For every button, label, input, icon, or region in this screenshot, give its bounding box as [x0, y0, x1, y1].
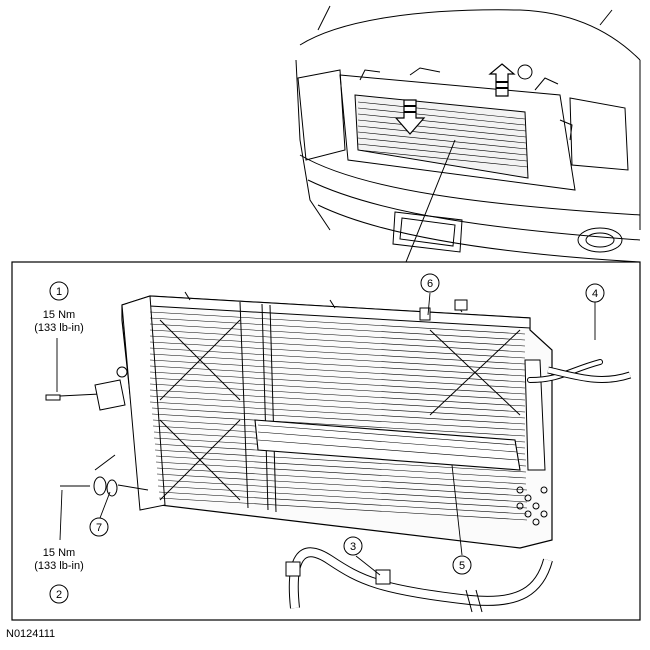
svg-text:5: 5: [459, 560, 465, 572]
callout-3: 3: [343, 536, 363, 556]
lift-up-arrow-icon: [488, 63, 516, 97]
callout-leaders: [56, 292, 596, 576]
condenser-core-fins: [149, 311, 528, 521]
figure-id: N0124111: [6, 628, 56, 640]
lower-bolt-icon: [60, 454, 149, 497]
push-down-arrow-icon: [394, 99, 426, 135]
torque-bottom-nm: 15 Nm: [43, 547, 75, 559]
vehicle-front-inset: [295, 5, 641, 263]
ac-condenser: [121, 291, 632, 549]
torque-top-lbin: (133 lb-in): [34, 322, 84, 334]
mounting-holes: [516, 486, 548, 526]
torque-top-nm: 15 Nm: [43, 309, 75, 321]
callout-6: 6: [420, 273, 440, 293]
detail-frame: [11, 261, 641, 621]
svg-text:2: 2: [56, 589, 62, 601]
callout-5: 5: [452, 555, 472, 575]
svg-text:7: 7: [96, 522, 102, 534]
callout-4: 4: [585, 283, 605, 303]
callout-2: 2: [49, 584, 69, 604]
torque-bottom-lbin: (133 lb-in): [34, 560, 84, 572]
svg-text:4: 4: [592, 288, 598, 300]
upper-bolt-icon: [45, 366, 128, 411]
svg-text:1: 1: [56, 286, 62, 298]
callout-1: 1: [49, 281, 69, 301]
callout-7: 7: [89, 517, 109, 537]
svg-text:6: 6: [427, 278, 433, 290]
inset-leader-line: [405, 139, 456, 263]
ac-line-lower: [285, 547, 553, 613]
svg-text:3: 3: [350, 541, 356, 553]
